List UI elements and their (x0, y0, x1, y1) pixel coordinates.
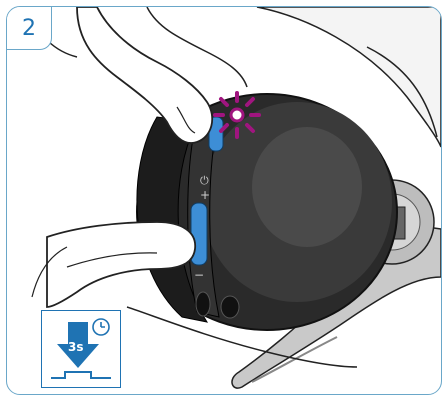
step-number: 2 (22, 16, 36, 41)
hold-duration-label: 3s (68, 340, 84, 354)
upper-hand (77, 7, 212, 143)
timer-icon (93, 319, 109, 335)
minus-glyph: − (194, 268, 204, 282)
plus-glyph: + (200, 188, 210, 202)
step-number-badge: 2 (6, 6, 52, 50)
power-glyph: ⏻ (200, 174, 209, 187)
led-indicator (215, 93, 259, 137)
instruction-panel: ⏻ + − (6, 6, 442, 395)
